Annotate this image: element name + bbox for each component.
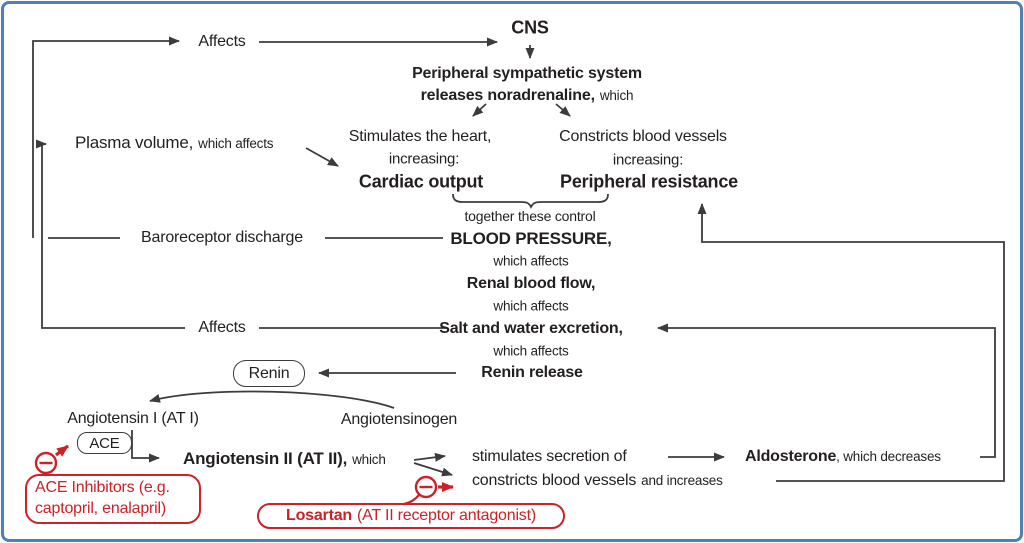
node-renal-blood-flow: Renal blood flow,	[466, 275, 596, 292]
label-increasing-left: increasing:	[388, 150, 460, 168]
arrow-at2-to-constricts	[413, 462, 453, 477]
node-constricts-vessels-top: Constricts blood vessels	[559, 128, 727, 145]
line-affects-bottom-to-plasma	[36, 139, 185, 329]
minus-circle-losartan	[414, 475, 438, 499]
minus-circle-ace	[34, 451, 58, 475]
label-which-affects-3: which affects	[493, 343, 569, 359]
label-affects-top: Affects	[198, 33, 246, 50]
loop-decreases-to-salt-excretion	[657, 323, 996, 458]
brace-together-control	[452, 193, 609, 210]
ace-inhibitors-line1: ACE Inhibitors (e.g.	[35, 479, 170, 496]
node-angiotensin-2: Angiotensin II (AT II),which	[183, 449, 386, 468]
arrow-plasma-to-cardiac	[305, 147, 339, 167]
node-losartan-box: Losartan(AT II receptor antagonist)	[257, 503, 565, 529]
ace-inhibitors-line2: captopril, enalapril)	[35, 499, 166, 517]
node-ace-inhibitors-box: ACE Inhibitors (e.g. captopril, enalapri…	[25, 474, 201, 524]
node-stimulates-secretion: stimulates secretion of	[472, 448, 627, 465]
label-together-control: together these control	[464, 208, 596, 224]
node-aldosterone: Aldosterone, which decreases	[745, 448, 941, 465]
arrow-noradrenaline-right	[555, 103, 571, 117]
node-angiotensin-1: Angiotensin I (AT I)	[67, 410, 199, 427]
node-angiotensinogen: Angiotensinogen	[340, 411, 458, 428]
label-which-affects-1: which affects	[493, 253, 569, 269]
node-cardiac-output: Cardiac output	[358, 171, 484, 192]
node-renin-box: Renin	[233, 360, 305, 387]
arrow-noradrenaline-left	[472, 103, 487, 117]
node-blood-pressure: BLOOD PRESSURE,	[450, 229, 612, 248]
label-increasing-right: increasing:	[612, 151, 684, 169]
label-affects-bottom: Affects	[198, 319, 246, 336]
line-baroreceptor-to-affects-top	[32, 36, 180, 238]
red-arrow-to-ace	[55, 444, 69, 457]
node-stimulates-heart: Stimulates the heart,	[348, 128, 492, 145]
node-cns: CNS	[511, 17, 549, 38]
elbow-at1-to-at2	[131, 430, 160, 463]
node-plasma-volume: Plasma volume,which affects	[75, 133, 274, 152]
arc-angiotensinogen-to-at1	[149, 390, 395, 409]
node-sympathetic-system-line1: Peripheral sympathetic system	[412, 65, 642, 82]
arrow-at2-to-stimulates	[413, 452, 446, 462]
node-renin-release: Renin release	[481, 364, 583, 381]
node-baroreceptor-discharge: Baroreceptor discharge	[141, 229, 303, 246]
loop-increases-to-peripheral-resistance	[697, 203, 1005, 482]
node-sympathetic-system-line2: releases noradrenaline,which	[420, 87, 634, 104]
label-which-affects-2: which affects	[493, 298, 569, 314]
black-connectors	[32, 36, 1005, 482]
node-peripheral-resistance: Peripheral resistance	[560, 171, 738, 192]
node-ace-box: ACE	[77, 432, 132, 454]
node-salt-water-excretion: Salt and water excretion,	[439, 320, 623, 337]
